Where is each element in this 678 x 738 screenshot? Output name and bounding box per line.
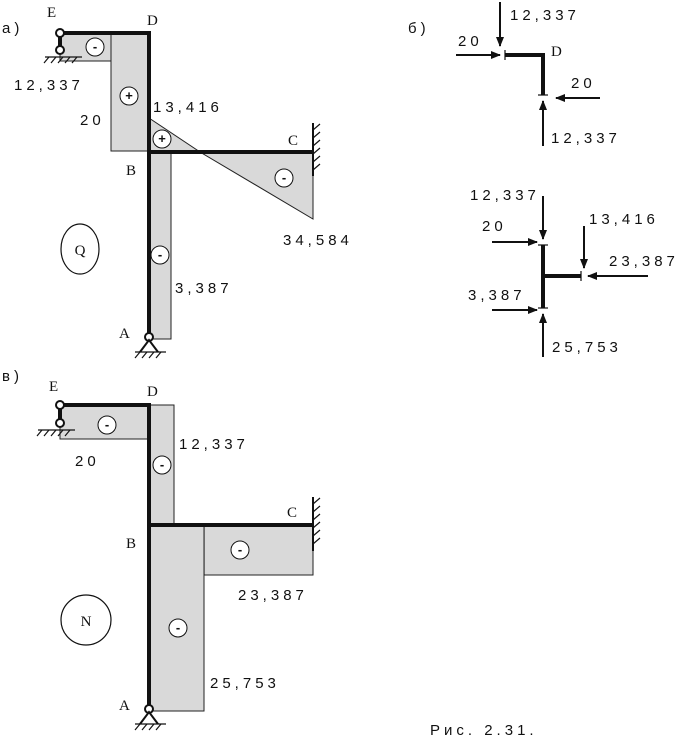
node-b-force-top: 12,337	[470, 187, 540, 204]
q-sign-bc-plus: +	[152, 129, 172, 149]
q-node-e: E	[47, 5, 56, 21]
node-d-sketch: D 12,337 20 20 12,337	[456, 2, 621, 147]
n-support-e-hatch	[36, 429, 75, 437]
node-equilibrium: б) D 12,337 20 20 12,337	[408, 2, 678, 357]
n-diagram: в)	[2, 368, 321, 731]
node-d-force-right: 20	[571, 75, 596, 92]
q-value-bc-left: 13,416	[153, 99, 223, 116]
n-value-ed: 20	[75, 453, 100, 470]
svg-text:-: -	[238, 542, 242, 557]
node-b-force-right-top: 13,416	[589, 211, 659, 228]
n-value-db: 12,337	[179, 436, 249, 453]
q-support-e-hinge	[55, 28, 65, 38]
node-d-force-bottom: 12,337	[551, 130, 621, 147]
panel-label-b: б)	[408, 20, 430, 37]
svg-text:-: -	[105, 417, 109, 432]
n-support-c-wall	[312, 497, 321, 551]
n-support-a	[134, 704, 166, 731]
q-node-a: A	[119, 326, 130, 342]
n-title: N	[81, 614, 92, 630]
n-node-e: E	[49, 379, 58, 395]
n-sign-db: -	[152, 455, 172, 475]
q-support-e-hatch	[43, 56, 82, 64]
node-b-force-left-bottom: 3,387	[468, 287, 526, 304]
n-node-b: B	[126, 536, 136, 552]
svg-text:-: -	[160, 457, 164, 472]
panel-label-v: в)	[2, 368, 23, 385]
q-value-ed: 12,337	[14, 77, 84, 94]
n-fill-ab	[148, 524, 205, 712]
svg-text:+: +	[125, 88, 133, 103]
q-node-b: B	[126, 163, 136, 179]
q-frame-edba	[60, 31, 151, 339]
node-b-sketch: 12,337 20 13,416 23,387 3,387 25,753	[468, 187, 678, 357]
q-diagram: а)	[2, 5, 353, 359]
q-sign-db: +	[119, 86, 139, 106]
svg-text:-: -	[158, 247, 162, 262]
q-title-oval	[60, 223, 100, 275]
q-title: Q	[75, 243, 86, 259]
svg-text:-: -	[176, 620, 180, 635]
q-support-a	[134, 332, 166, 359]
q-node-d: D	[147, 13, 158, 29]
q-sign-bc-minus: -	[274, 168, 294, 188]
n-support-e-hinge2	[55, 418, 65, 428]
q-support-c-wall	[312, 123, 321, 176]
n-node-c: C	[287, 505, 297, 521]
q-value-ab: 3,387	[175, 280, 233, 297]
n-node-d: D	[147, 384, 158, 400]
node-b-force-right: 23,387	[609, 253, 678, 270]
node-b-force-bottom: 25,753	[552, 339, 622, 356]
q-value-bc-right: 34,584	[283, 232, 353, 249]
n-value-bc: 23,387	[238, 587, 308, 604]
q-fill-bc-minus	[198, 151, 314, 220]
q-sign-ab: -	[150, 245, 170, 265]
n-title-oval	[60, 594, 112, 646]
node-d-force-left: 20	[458, 33, 483, 50]
svg-text:+: +	[158, 131, 166, 146]
n-sign-bc: -	[230, 540, 250, 560]
node-b-force-left-top: 20	[482, 218, 507, 235]
n-sign-ed: -	[97, 415, 117, 435]
n-sign-ab: -	[168, 618, 188, 638]
node-d-force-top: 12,337	[510, 7, 580, 24]
figure-caption: Рис. 2.31.	[430, 722, 538, 738]
svg-text:-: -	[93, 39, 97, 54]
q-value-db: 20	[80, 112, 105, 129]
svg-text:-: -	[282, 170, 286, 185]
n-node-a: A	[119, 698, 130, 714]
panel-label-a: а)	[2, 20, 23, 37]
q-sign-ed: -	[85, 37, 105, 57]
q-node-c: C	[288, 133, 298, 149]
n-value-ab: 25,753	[210, 675, 280, 692]
node-d-letter: D	[551, 44, 562, 60]
n-support-e-hinge	[55, 400, 65, 410]
n-frame-edba	[60, 403, 151, 711]
q-support-e-hinge2	[55, 45, 65, 55]
